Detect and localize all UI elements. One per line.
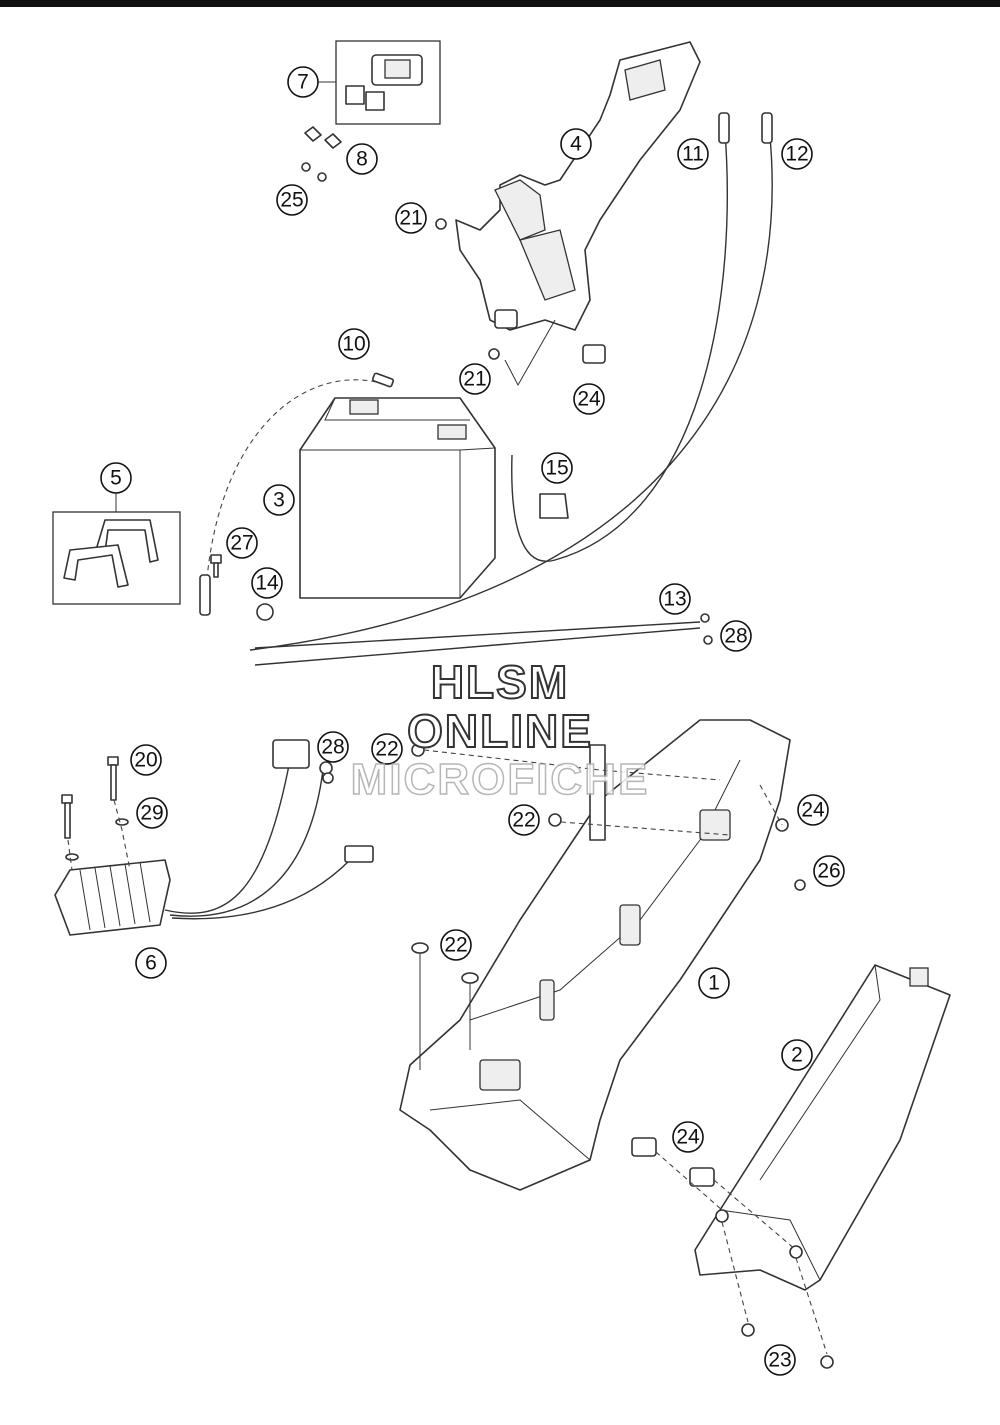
callout-24b: 24 — [797, 794, 829, 826]
svg-text:27: 27 — [230, 532, 253, 555]
callout-28b: 28 — [720, 620, 752, 652]
svg-text:28: 28 — [724, 625, 747, 648]
svg-text:7: 7 — [297, 71, 309, 94]
part-25-screws — [301, 162, 327, 182]
part-3-battery — [299, 397, 496, 599]
callout-23: 23 — [764, 1344, 796, 1376]
svg-text:25: 25 — [280, 189, 303, 212]
callout-27: 27 — [226, 527, 258, 559]
callout-5: 5 — [100, 462, 132, 494]
callout-20: 20 — [130, 744, 162, 776]
svg-text:14: 14 — [255, 572, 279, 595]
callout-29: 29 — [136, 797, 168, 829]
callout-21b: 21 — [459, 363, 491, 395]
svg-text:1: 1 — [708, 972, 720, 995]
part-13-cable — [254, 621, 701, 649]
callout-26: 26 — [813, 855, 845, 887]
svg-text:12: 12 — [785, 143, 808, 166]
svg-text:22: 22 — [375, 738, 398, 761]
callout-7: 7 — [287, 66, 319, 98]
callout-28a: 28 — [317, 731, 349, 763]
part-2-cover — [694, 964, 951, 1291]
callout-11: 11 — [677, 138, 709, 170]
svg-text:13: 13 — [663, 588, 686, 611]
svg-text:20: 20 — [134, 749, 157, 772]
callout-21a: 21 — [395, 202, 427, 234]
svg-text:3: 3 — [273, 489, 285, 512]
part-27-bolt — [210, 554, 222, 578]
callout-24c: 24 — [672, 1121, 704, 1153]
svg-text:6: 6 — [145, 952, 157, 975]
part-12-cable — [249, 117, 773, 651]
top-border — [0, 0, 1000, 7]
callout-25: 25 — [276, 184, 308, 216]
svg-text:15: 15 — [545, 457, 568, 480]
svg-text:28: 28 — [321, 736, 344, 759]
svg-text:24: 24 — [676, 1126, 700, 1149]
svg-text:5: 5 — [110, 467, 122, 490]
svg-text:4: 4 — [570, 133, 582, 156]
part-5-brackets — [63, 519, 159, 588]
part-11-cable — [511, 119, 728, 562]
svg-text:24: 24 — [801, 799, 825, 822]
svg-text:23: 23 — [768, 1349, 791, 1372]
svg-text:26: 26 — [817, 860, 840, 883]
callout-4: 4 — [560, 128, 592, 160]
part-1-battery-tray — [399, 719, 791, 1191]
callout-22a: 22 — [371, 733, 403, 765]
svg-text:2: 2 — [791, 1044, 803, 1067]
callout-10: 10 — [338, 328, 370, 360]
part-6-regulator — [54, 859, 171, 936]
part-15-terminal-cap — [539, 493, 569, 519]
svg-text:11: 11 — [682, 143, 704, 166]
svg-text:10: 10 — [342, 333, 365, 356]
part-4-battery-holder — [455, 41, 701, 364]
watermark-line-3: MICROFICHE — [350, 754, 650, 805]
callout-13: 13 — [659, 583, 691, 615]
svg-text:21: 21 — [463, 368, 486, 391]
callout-22c: 22 — [440, 929, 472, 961]
callouts: 1 2 3 4 5 6 7 8 10 11 12 13 14 15 20 21 … — [100, 66, 845, 1376]
watermark-line-2: ONLINE — [406, 704, 593, 758]
part-8-fuses — [304, 126, 342, 149]
part-6-connector — [272, 739, 310, 769]
svg-text:8: 8 — [356, 148, 368, 171]
callout-1: 1 — [698, 967, 730, 999]
part-14-fuse — [256, 603, 274, 621]
callout-14: 14 — [251, 567, 283, 599]
svg-text:22: 22 — [444, 934, 467, 957]
callout-22b: 22 — [508, 804, 540, 836]
callout-24a: 24 — [573, 383, 605, 415]
callout-12: 12 — [781, 138, 813, 170]
svg-text:24: 24 — [577, 388, 601, 411]
callout-6: 6 — [135, 947, 167, 979]
svg-text:29: 29 — [140, 802, 163, 825]
callout-3: 3 — [263, 484, 295, 516]
svg-text:21: 21 — [399, 207, 422, 230]
callout-2: 2 — [781, 1039, 813, 1071]
callout-8: 8 — [346, 143, 378, 175]
svg-text:22: 22 — [512, 809, 535, 832]
watermark-line-1: HLSM — [430, 655, 570, 709]
part-7-relay — [345, 54, 423, 111]
callout-15: 15 — [541, 452, 573, 484]
